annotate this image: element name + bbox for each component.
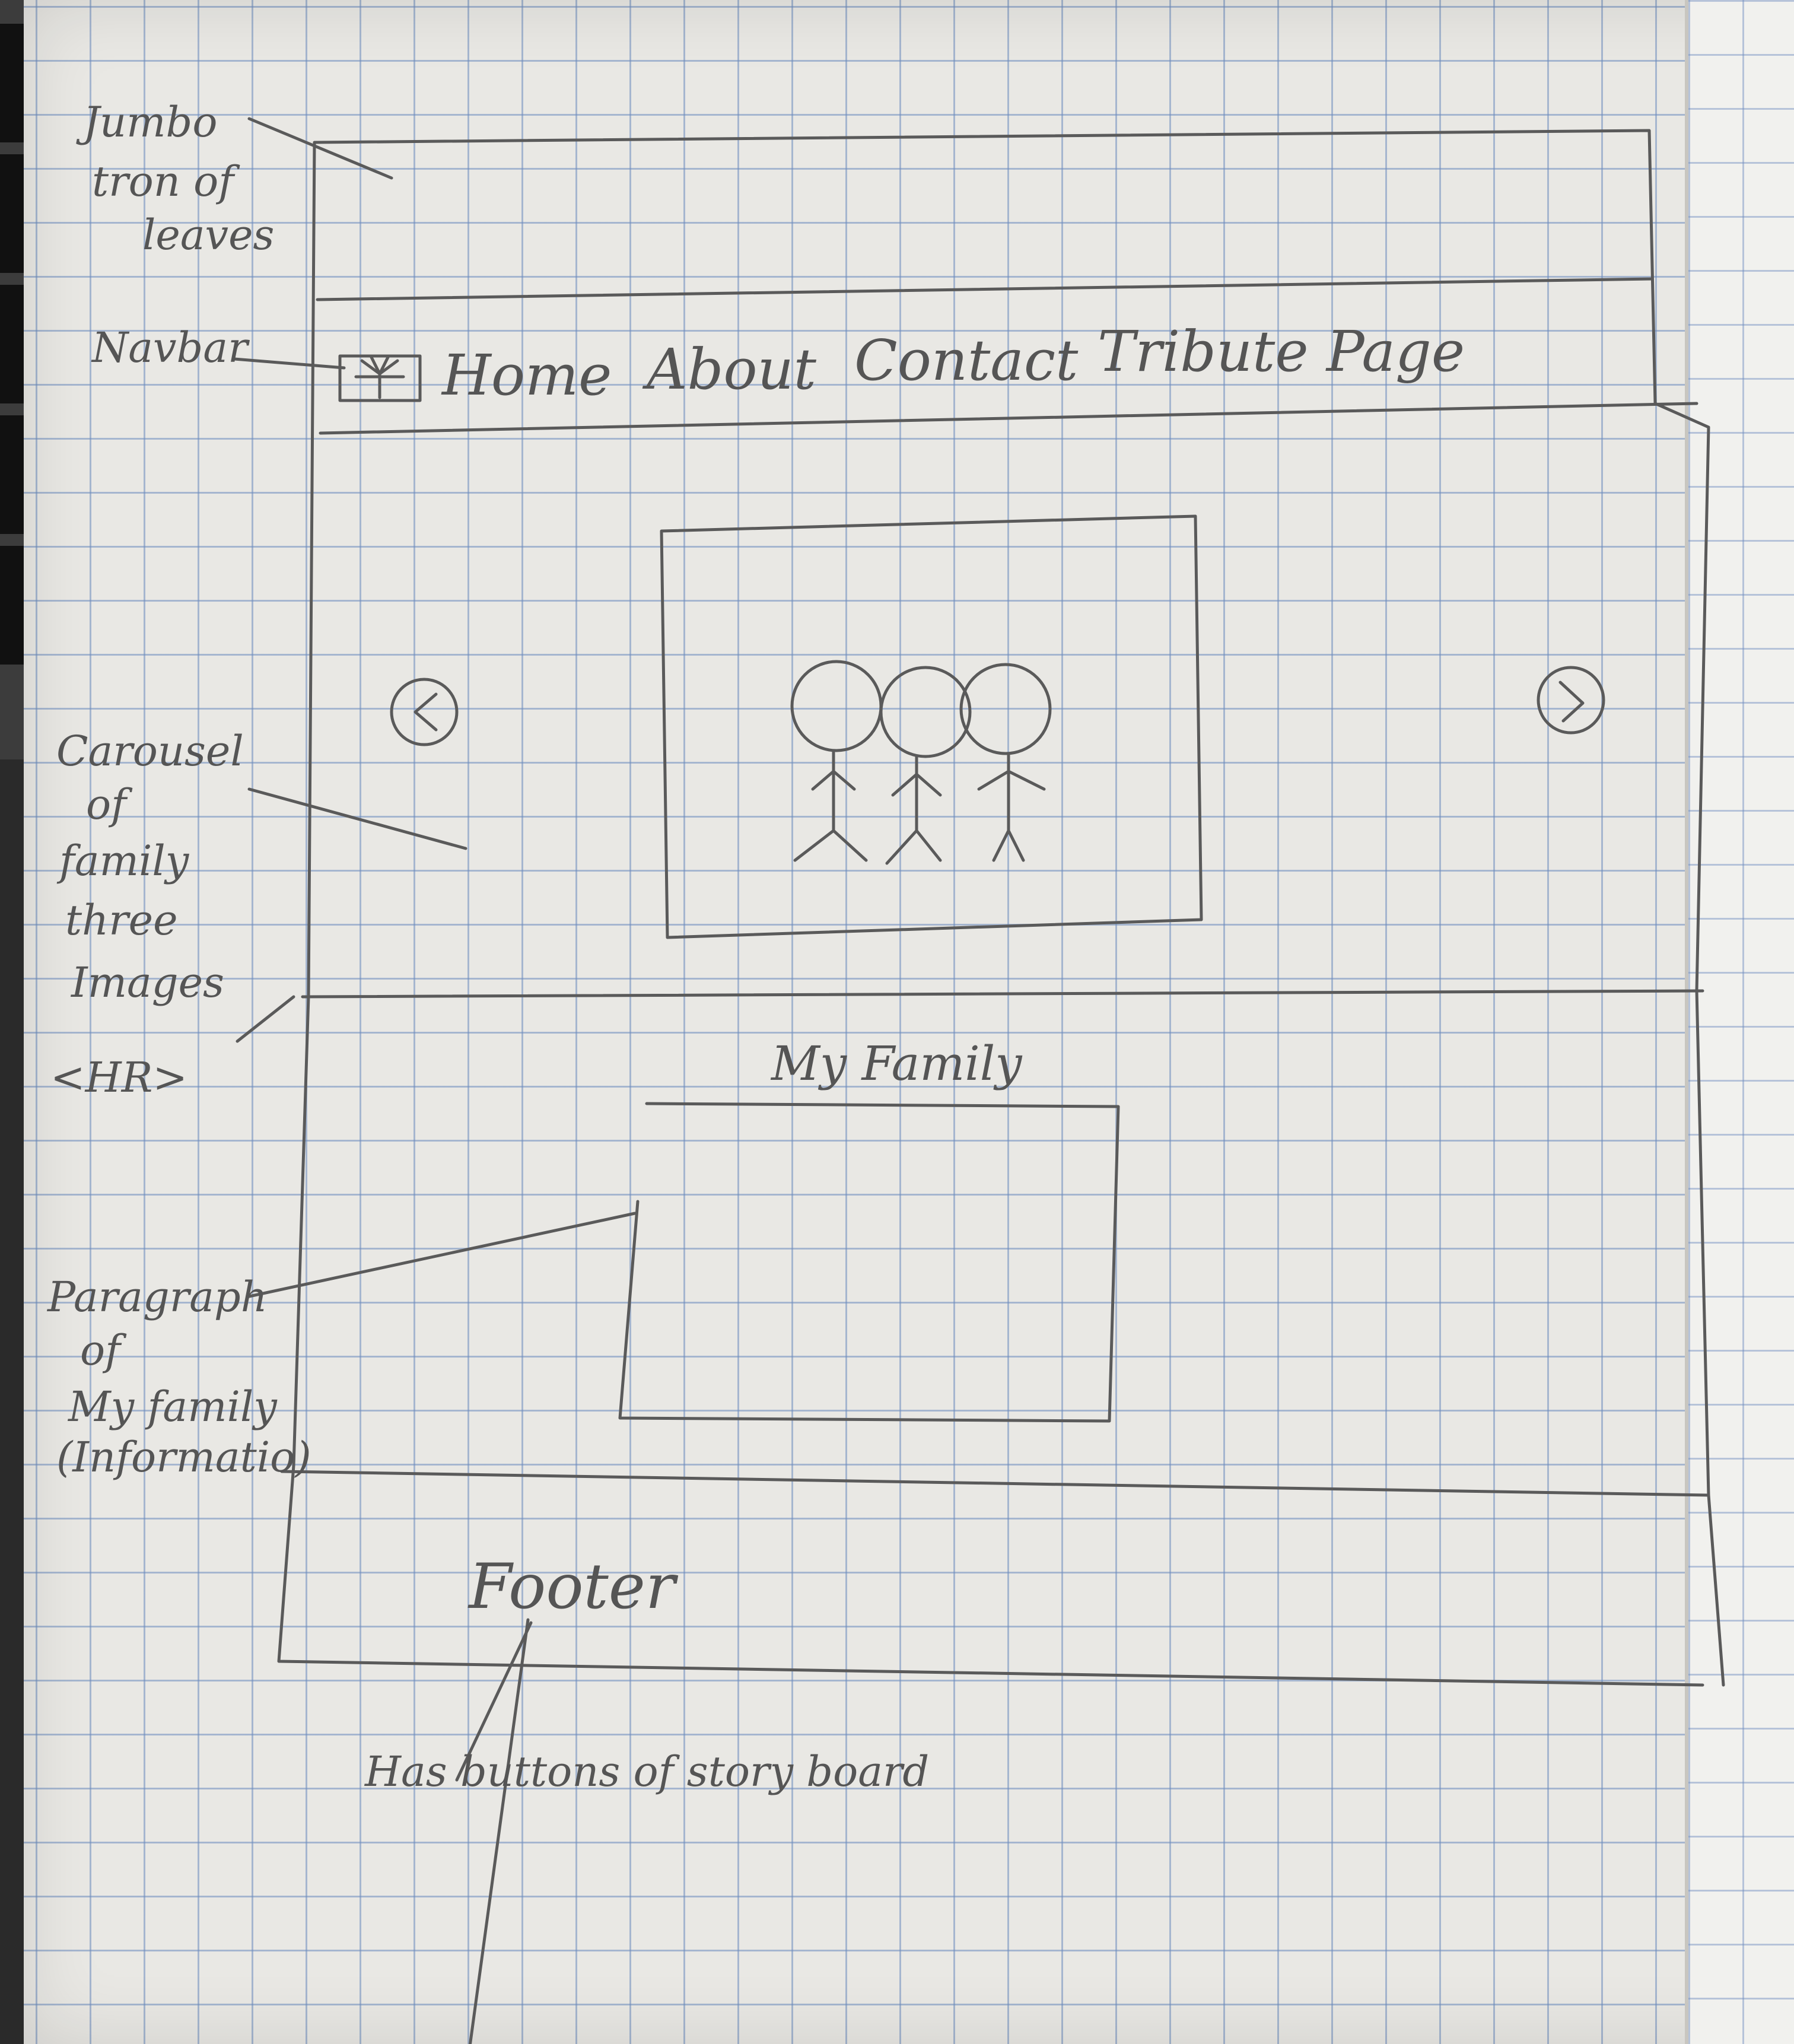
annotation-paragraph-3: My family — [67, 1382, 278, 1431]
nav-link-home[interactable]: Home — [441, 343, 612, 408]
annotation-jumbotron-3: leaves — [142, 211, 274, 259]
hr-line — [301, 989, 1704, 999]
graph-paper — [24, 0, 1794, 2044]
annotation-paragraph-2: of — [80, 1326, 127, 1375]
annotation-paragraph-4: (Informatio) — [56, 1433, 311, 1482]
footer-label: Footer — [467, 1550, 679, 1623]
annotation-jumbotron-1: Jumbo — [76, 98, 217, 147]
leader-jumbotron — [247, 117, 393, 180]
annotation-carousel-5: Images — [70, 958, 224, 1007]
paragraph-box — [618, 1102, 1120, 1423]
annotation-jumbotron-2: tron of — [92, 157, 240, 206]
footer-top-line — [280, 1470, 1710, 1497]
nav-link-tribute-page[interactable]: Tribute Page — [1098, 319, 1465, 384]
stick-figure-family-icon — [790, 660, 1052, 865]
annotation-footer-note: Has buttons of story board — [364, 1747, 929, 1796]
annotation-navbar: Navbar — [91, 323, 250, 372]
leader-paragraph — [247, 1212, 637, 1298]
navbar-bottom-line — [319, 402, 1698, 435]
annotation-carousel-2: of — [86, 780, 133, 829]
nav-link-contact[interactable]: Contact — [854, 328, 1079, 393]
annotation-carousel-3: family — [56, 837, 190, 885]
annotation-hr: <HR> — [50, 1053, 187, 1102]
leader-hr — [236, 995, 295, 1043]
carousel-image-frame — [660, 514, 1203, 939]
annotation-carousel-1: Carousel — [56, 727, 244, 775]
nav-link-about[interactable]: About — [642, 337, 817, 402]
chevron-left-icon — [390, 678, 459, 746]
annotation-paragraph-1: Paragraph — [46, 1273, 268, 1321]
leader-navbar — [233, 357, 346, 370]
jumbotron-bottom-line — [316, 277, 1654, 301]
annotation-carousel-4: three — [65, 896, 178, 945]
leader-carousel — [247, 787, 467, 850]
chevron-right-icon — [1537, 666, 1605, 735]
notebook-page-edge — [1685, 0, 1794, 2044]
leader-footer — [468, 1618, 530, 2044]
leader-footer-note — [455, 1621, 533, 1782]
section-title-my-family: My Family — [770, 1036, 1023, 1091]
tree-logo-icon — [338, 354, 422, 402]
